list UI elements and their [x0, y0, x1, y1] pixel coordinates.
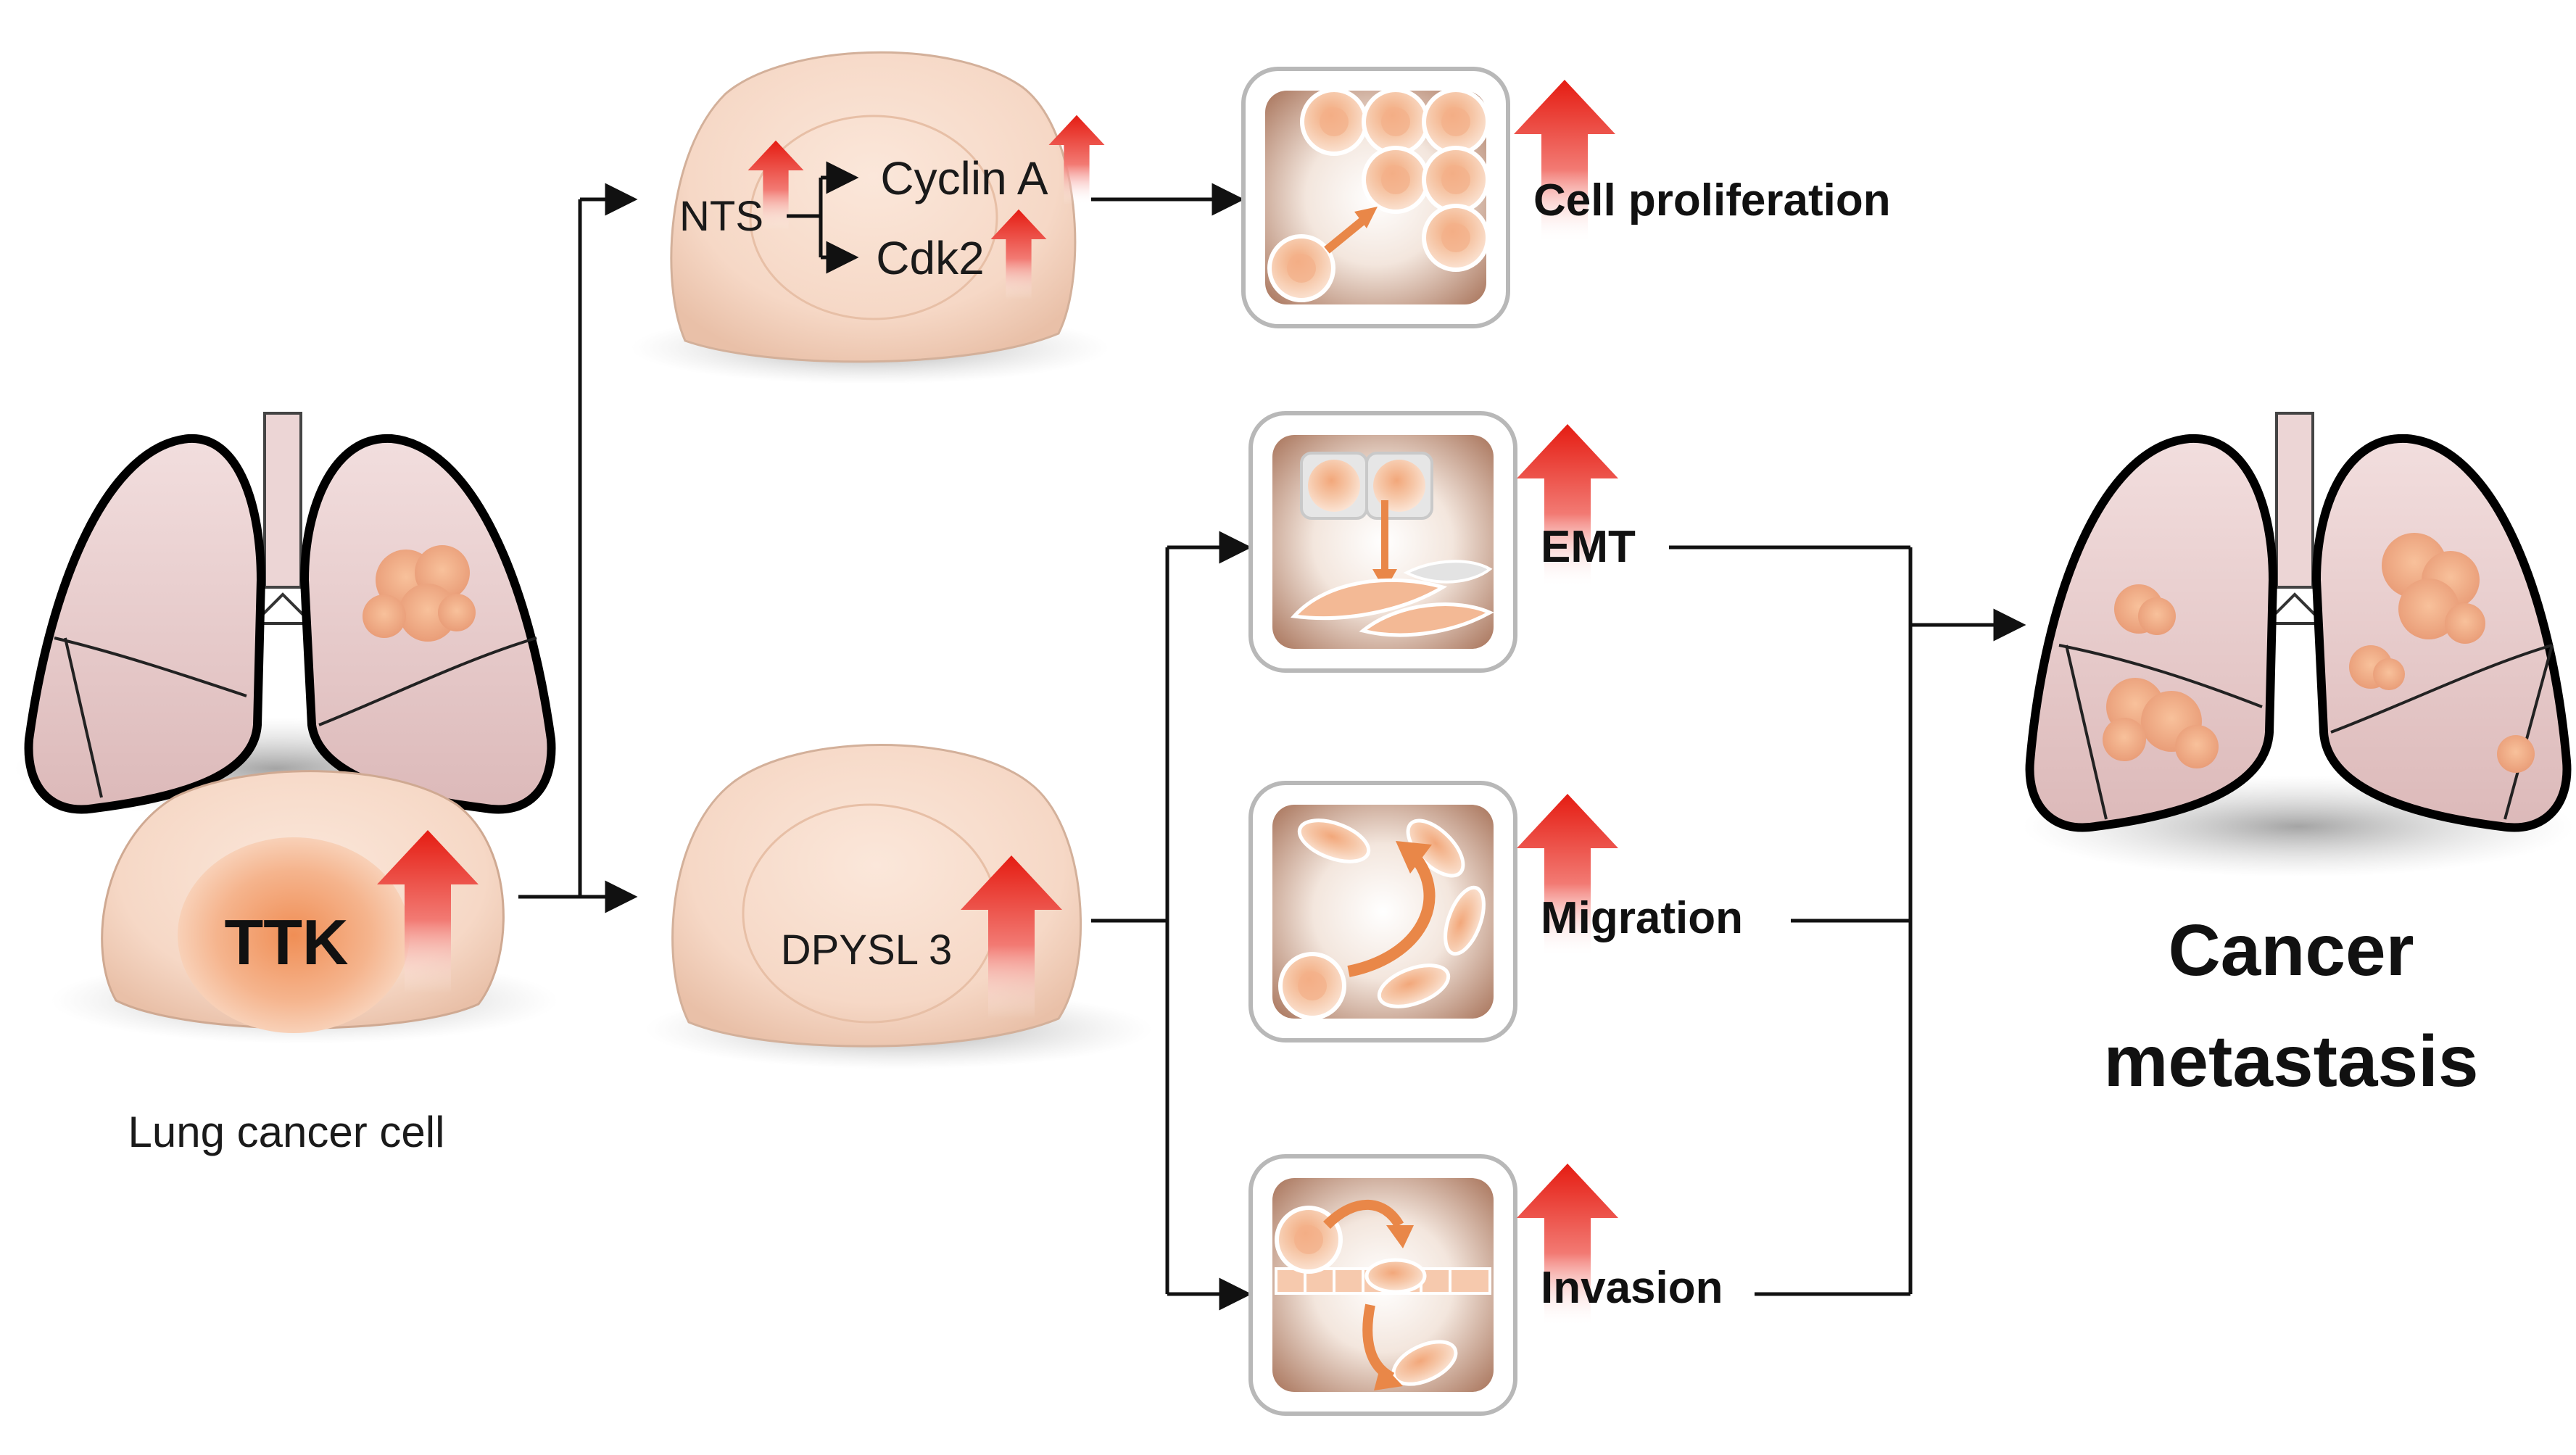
- cancer-metastasis-line2: metastasis: [2104, 1021, 2479, 1102]
- lung-tumor: [363, 545, 476, 642]
- healthy-lungs-illustration: [15, 412, 556, 819]
- merge-connector: [1669, 545, 2026, 1296]
- invasion-label: Invasion: [1541, 1263, 1723, 1313]
- ttk-label: TTK: [224, 906, 348, 978]
- migration-arrow-icon: [1347, 851, 1436, 977]
- cdk2-label: Cdk2: [876, 232, 984, 284]
- metastatic-lungs-illustration: [2023, 412, 2574, 877]
- dpysl3-fanout-connector: [1091, 531, 1252, 1311]
- migration-label: Migration: [1541, 893, 1743, 943]
- migration-panel: [1248, 781, 1517, 1042]
- cell-proliferation-label: Cell proliferation: [1533, 175, 1891, 225]
- nts-cell: NTS Cyclin A Cdk2: [631, 51, 1109, 384]
- metastatic-tumors: [2103, 533, 2535, 773]
- nts-label: NTS: [679, 193, 763, 240]
- growth-arrow-icon: [1324, 214, 1370, 254]
- dpysl3-label: DPYSL 3: [781, 927, 952, 974]
- cancer-metastasis-line1: Cancer: [2168, 910, 2414, 991]
- nts-branch-arrows: [787, 161, 859, 274]
- cyclin-a-label: Cyclin A: [880, 152, 1048, 204]
- invasion-arrow-top-icon: [1323, 1199, 1404, 1230]
- invasion-panel: [1248, 1154, 1517, 1416]
- ttk-cell: TTK Lung cancer cell: [51, 770, 558, 1156]
- dpysl3-cell: DPYSL 3: [645, 744, 1153, 1069]
- proliferation-panel: [1241, 67, 1510, 328]
- ttk-branch-connector: [518, 183, 638, 913]
- emt-panel: [1248, 411, 1517, 673]
- lung-cancer-cell-caption: Lung cancer cell: [128, 1108, 445, 1156]
- emt-label: EMT: [1541, 522, 1636, 572]
